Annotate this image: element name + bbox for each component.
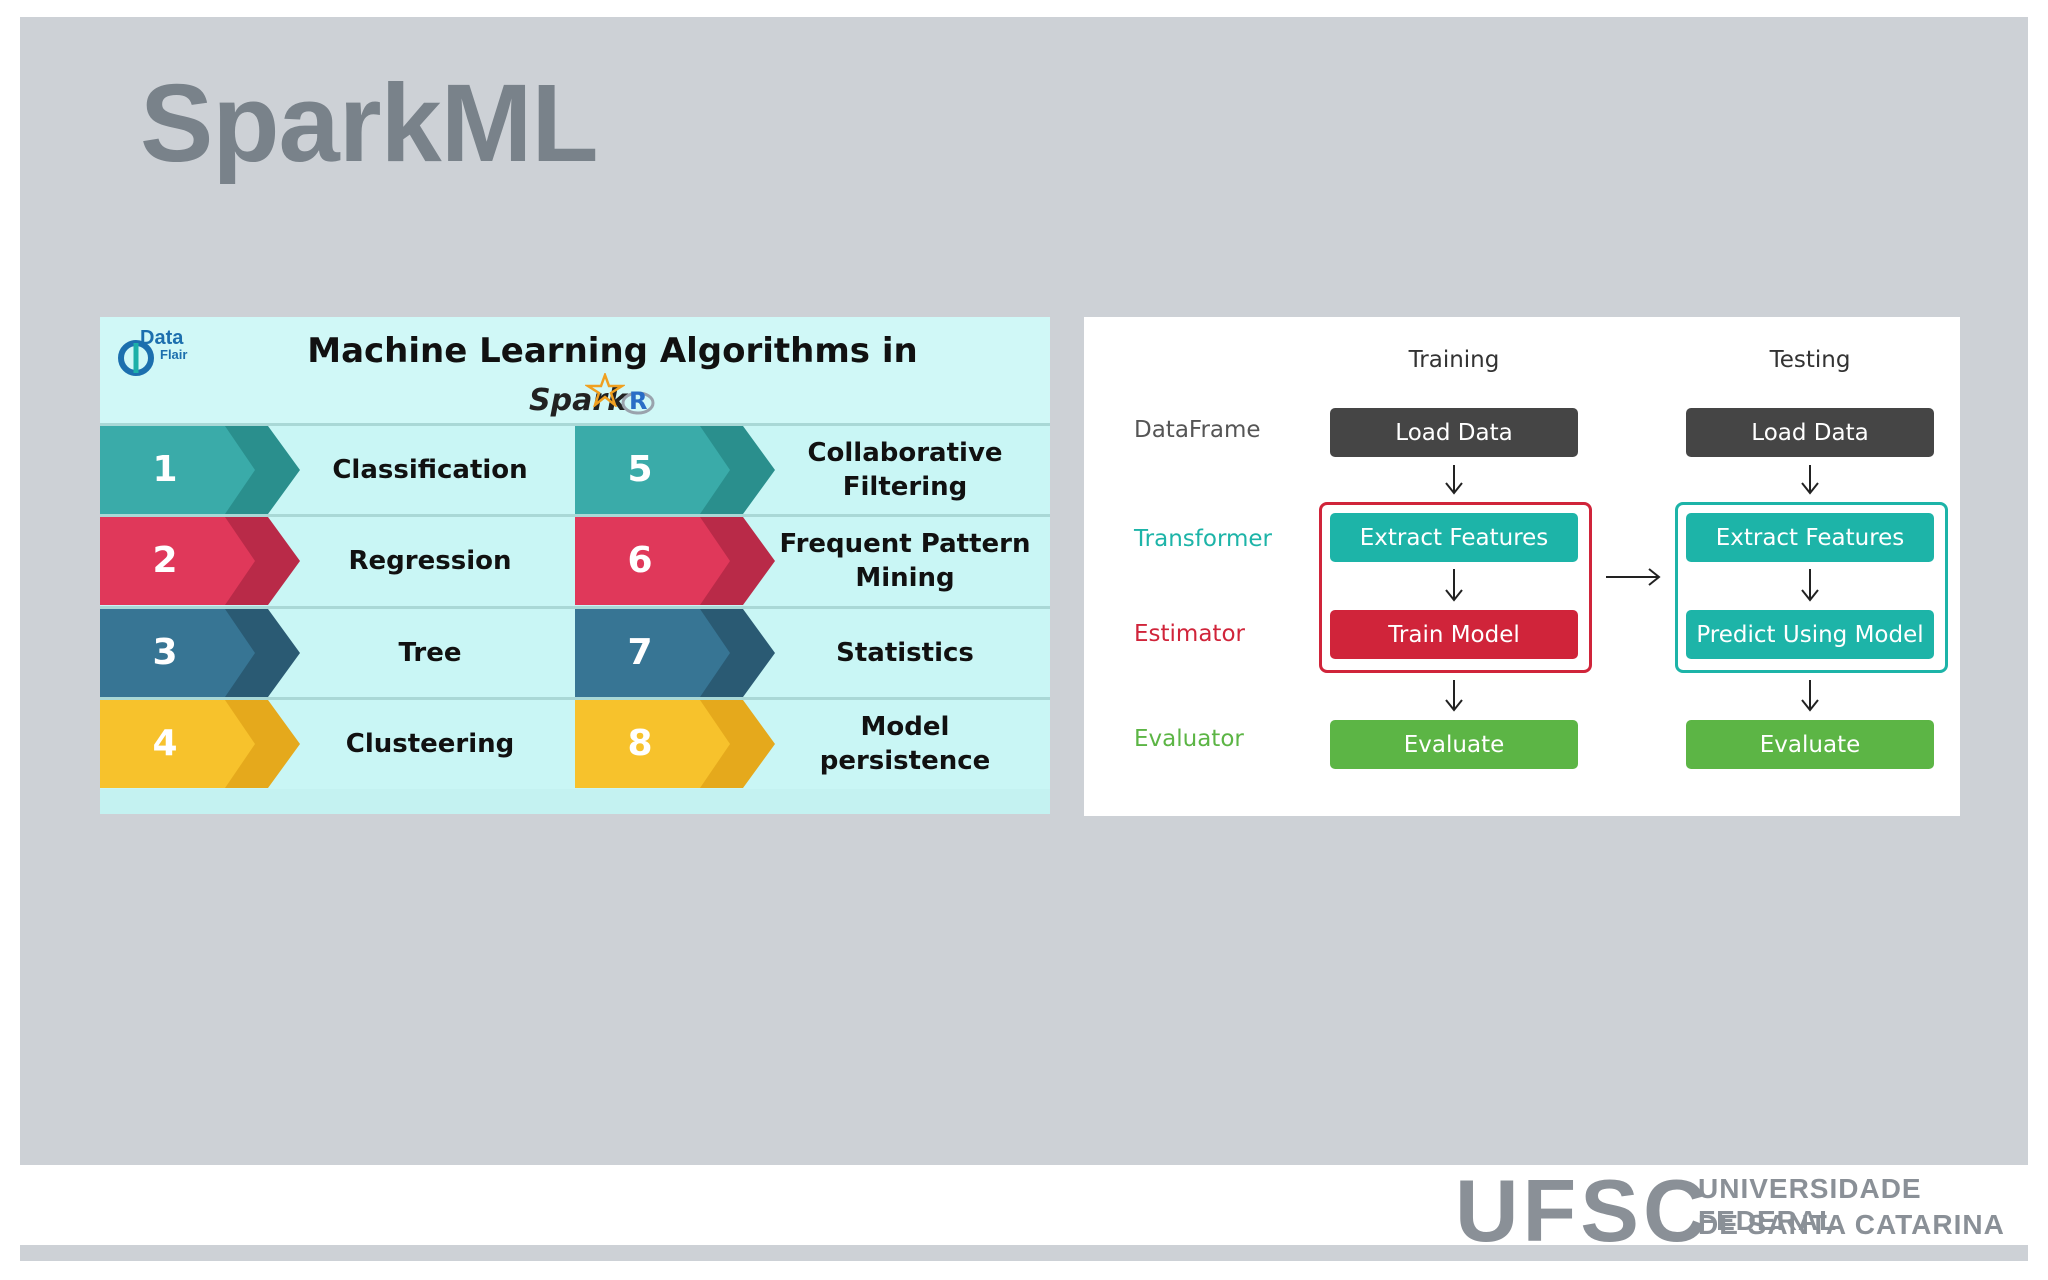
number-chevron [100, 517, 300, 605]
ml-algorithms-infographic: Data Flair Machine Learning Algorithms i… [100, 317, 1050, 814]
algorithm-number: 1 [152, 449, 178, 490]
ufsc-logo: UFSC [1455, 1161, 1711, 1260]
column-header-testing: Testing [1769, 347, 1851, 373]
testing-predict-box: Predict Using Model [1686, 610, 1934, 659]
algorithm-label: Regression [348, 546, 512, 576]
university-name-line2: DE SANTA CATARINA [1698, 1209, 2005, 1240]
number-chevron [575, 700, 775, 788]
arrow-down-icon [1801, 569, 1819, 602]
number-chevron [575, 517, 775, 605]
algorithm-item: 1 Classification [100, 423, 575, 514]
row-label-estimator: Estimator [1134, 621, 1245, 647]
diagram-arrows [1445, 465, 1819, 712]
infographic-header: Data Flair Machine Learning Algorithms i… [100, 317, 1050, 423]
testing-extract-features-box: Extract Features [1686, 513, 1934, 562]
algorithm-item: 8 Model persistence [575, 697, 1050, 788]
testing-model-group [1675, 502, 1948, 673]
training-evaluate-box: Evaluate [1330, 720, 1578, 769]
algorithm-label: Classification [332, 455, 528, 485]
algorithm-item: 6 Frequent Pattern Mining [575, 514, 1050, 605]
row-label-dataframe: DataFrame [1134, 417, 1261, 443]
logo-text-flair: Flair [160, 347, 188, 362]
logo-text-data: Data [140, 327, 184, 349]
row-label-evaluator: Evaluator [1134, 726, 1244, 752]
infographic-title: Machine Learning Algorithms in [307, 331, 918, 371]
algorithm-number: 4 [152, 723, 178, 764]
training-extract-features-box: Extract Features [1330, 513, 1578, 562]
algorithm-number: 7 [627, 632, 653, 673]
training-model-group [1319, 502, 1592, 673]
arrow-down-icon [1445, 465, 1463, 495]
training-load-data-box: Load Data [1330, 408, 1578, 457]
algorithm-item: 4 Clusteering [100, 697, 575, 788]
arrow-right-icon [1606, 568, 1661, 586]
number-chevron [575, 426, 775, 514]
algorithm-item: 7 Statistics [575, 606, 1050, 697]
algorithm-number: 8 [627, 723, 653, 764]
algorithm-number: 3 [152, 632, 178, 673]
algorithm-label: Tree [398, 638, 462, 668]
algorithm-item: 2 Regression [100, 514, 575, 605]
testing-evaluate-box: Evaluate [1686, 720, 1934, 769]
number-chevron [100, 609, 300, 697]
algorithm-label: Model persistence [819, 712, 991, 776]
algorithm-label: Frequent Pattern Mining [779, 529, 1031, 593]
r-logo-text: R [629, 387, 648, 415]
arrow-down-icon [1801, 680, 1819, 712]
arrow-down-icon [1445, 680, 1463, 712]
algorithm-number: 6 [627, 540, 653, 581]
algorithm-label: Clusteering [345, 729, 515, 759]
pipeline-diagram: Training Testing DataFrame Transformer E… [1084, 317, 1960, 816]
row-label-transformer: Transformer [1134, 526, 1273, 552]
spark-r-logos: Spark R [525, 373, 705, 423]
dataflair-logo-icon [118, 340, 154, 376]
algorithm-item: 3 Tree [100, 606, 575, 697]
spark-star-icon [585, 373, 625, 407]
algorithm-number: 5 [627, 449, 653, 490]
algorithm-label: Statistics [836, 638, 974, 668]
arrow-down-icon [1801, 465, 1819, 495]
training-train-model-box: Train Model [1330, 610, 1578, 659]
slide-title: SparkML [140, 62, 599, 185]
testing-load-data-box: Load Data [1686, 408, 1934, 457]
column-header-training: Training [1408, 347, 1500, 373]
number-chevron [100, 700, 300, 788]
university-name-line1: UNIVERSIDADE FEDERAL [1698, 1173, 1922, 1236]
algorithm-item: 5 Collaborative Filtering [575, 423, 1050, 514]
algorithm-number: 2 [152, 540, 178, 581]
r-logo-icon [621, 391, 655, 415]
footer-bar [20, 1245, 2028, 1261]
arrow-down-icon [1445, 569, 1463, 602]
number-chevron [575, 609, 775, 697]
number-chevron [100, 426, 300, 514]
infographic-bottom-strip [100, 789, 1050, 814]
algorithm-label: Collaborative Filtering [807, 438, 1003, 502]
